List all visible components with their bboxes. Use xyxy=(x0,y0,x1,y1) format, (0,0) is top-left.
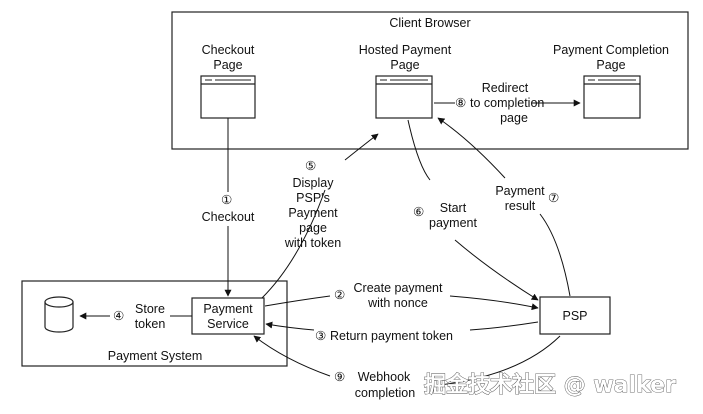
step-1-label: Checkout xyxy=(202,210,255,224)
step-3-number: ③ xyxy=(315,329,326,343)
step-6-number: ⑥ xyxy=(413,205,424,219)
step-2-label-1: Create payment xyxy=(354,281,443,295)
return-token-line xyxy=(469,321,539,331)
hosted-page-label-2: Page xyxy=(390,58,419,72)
step-7-label-1: Payment xyxy=(495,184,545,198)
step-9-label-1: Webhook xyxy=(358,370,411,384)
step-3-label: Return payment token xyxy=(330,329,453,343)
watermark: 掘金技术社区 @ walker xyxy=(424,372,676,398)
hosted-page-icon xyxy=(375,75,433,119)
step-7-label-2: result xyxy=(505,199,536,213)
step-8-label-2: to completion xyxy=(470,96,544,110)
display-psp-arrow xyxy=(261,189,326,299)
step-9-label-2: completion xyxy=(355,386,415,400)
checkout-page-label-2: Page xyxy=(213,58,242,72)
client-browser-title: Client Browser xyxy=(389,16,470,30)
step-7-number: ⑦ xyxy=(548,191,559,205)
hosted-page-label-1: Hosted Payment xyxy=(359,43,452,57)
step-5-label-4: page xyxy=(299,221,327,235)
step-5-label-3: Payment xyxy=(288,206,338,220)
payment-result-arrow xyxy=(437,117,506,179)
step-4-label-2: token xyxy=(135,317,166,331)
step-5-number: ⑤ xyxy=(305,159,316,173)
create-payment-line xyxy=(264,295,331,307)
completion-page-icon xyxy=(583,75,641,119)
start-payment-arrow xyxy=(454,239,539,301)
step-4-label-1: Store xyxy=(135,302,165,316)
step-5-label-1: Display xyxy=(293,176,335,190)
step-5-label-2: PSP's xyxy=(296,191,330,205)
step-8-label-1: Redirect xyxy=(482,81,529,95)
payment-service-box xyxy=(191,297,265,335)
completion-page-label-1: Payment Completion xyxy=(553,43,669,57)
step-2-number: ② xyxy=(334,288,345,302)
psp-label: PSP xyxy=(562,309,587,323)
completion-page-label-2: Page xyxy=(596,58,625,72)
checkout-page-label-1: Checkout xyxy=(202,43,255,57)
payment-service-label-1: Payment xyxy=(203,302,253,316)
psp-box xyxy=(539,296,611,335)
database-icon xyxy=(44,296,74,333)
webhook-arrow xyxy=(253,335,331,377)
step-1-number: ① xyxy=(221,193,232,207)
payment-service-label-2: Service xyxy=(207,317,249,331)
step-9-number: ⑨ xyxy=(334,370,345,384)
display-psp-arrow-head xyxy=(344,133,379,161)
return-token-arrow xyxy=(265,321,315,331)
create-payment-arrow xyxy=(449,295,539,311)
client-browser-frame xyxy=(171,11,689,150)
webhook-line xyxy=(439,335,561,386)
start-payment-line xyxy=(407,119,431,181)
payment-result-line xyxy=(539,213,571,297)
step-4-number: ④ xyxy=(113,309,124,323)
payment-system-frame xyxy=(21,280,288,367)
step-5-label-5: with token xyxy=(284,236,341,250)
step-8-label-3: page xyxy=(500,111,528,125)
step-6-label-2: payment xyxy=(429,216,477,230)
step-8-number: ⑧ xyxy=(455,96,466,110)
payment-system-title: Payment System xyxy=(108,349,202,363)
checkout-page-icon xyxy=(200,75,256,119)
step-2-label-2: with nonce xyxy=(367,296,428,310)
step-6-label-1: Start xyxy=(440,201,467,215)
